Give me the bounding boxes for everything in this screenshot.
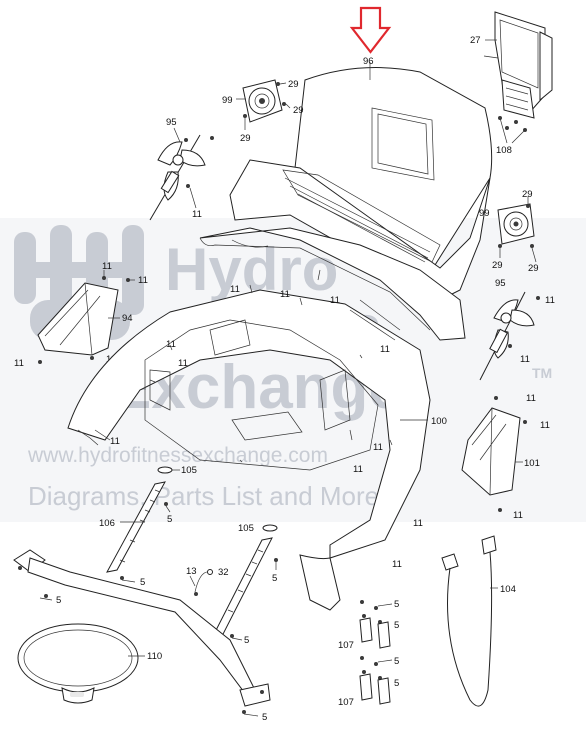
label-110: 110 <box>147 651 162 662</box>
label-95-b: 95 <box>495 278 506 289</box>
part-99-speaker-right <box>497 196 537 263</box>
label-5-a: 5 <box>167 514 172 525</box>
label-105-a: 105 <box>181 465 197 476</box>
part-95-fan-right <box>479 291 540 381</box>
label-107-a: 107 <box>338 640 354 651</box>
label-5-h: 5 <box>394 620 399 631</box>
label-11-p: 11 <box>413 518 423 529</box>
label-107-b: 107 <box>338 697 354 708</box>
label-5-g: 5 <box>394 599 399 610</box>
label-11-i: 11 <box>330 295 340 306</box>
label-11-n: 11 <box>373 442 383 453</box>
part-104-cable <box>441 535 498 707</box>
label-11-l: 11 <box>178 358 188 369</box>
label-5-e: 5 <box>244 635 249 646</box>
part-13-32-clip <box>189 569 213 596</box>
label-29-e: 29 <box>492 260 503 271</box>
label-106: 106 <box>99 518 115 529</box>
label-11-u: 11 <box>513 510 523 521</box>
part-110-chest-strap <box>17 623 139 704</box>
label-11-t: 11 <box>540 420 550 431</box>
label-11-s: 11 <box>526 393 536 404</box>
part-96-console-top <box>229 62 493 301</box>
part-105-upright-right <box>209 524 278 643</box>
base-frame <box>13 549 271 717</box>
label-11-k: 11 <box>166 339 176 350</box>
label-11-b: 11 <box>545 295 555 306</box>
label-29-f: 29 <box>528 263 539 274</box>
label-99-b: 99 <box>479 208 490 219</box>
watermark-tagline: Diagrams, Parts List and More <box>28 481 379 511</box>
label-11-q: 11 <box>392 559 402 570</box>
part-106-upright-left <box>106 466 180 573</box>
label-5-j: 5 <box>394 678 399 689</box>
label-13: 13 <box>186 566 197 577</box>
part-101-right-pocket <box>461 396 527 512</box>
part-100-hood <box>67 227 466 611</box>
label-101: 101 <box>524 458 540 469</box>
watermark-url: www.hydrofitnessexchange.com <box>27 444 328 467</box>
label-94: 94 <box>122 313 133 324</box>
label-29-b: 29 <box>293 105 304 116</box>
label-27: 27 <box>470 35 481 46</box>
screws-108 <box>498 116 527 144</box>
label-11-a: 11 <box>192 209 202 220</box>
label-11-o: 11 <box>353 464 363 475</box>
label-5-c: 5 <box>140 577 145 588</box>
label-11-c: 11 <box>520 354 530 365</box>
label-100: 100 <box>431 416 447 427</box>
label-104: 104 <box>500 584 516 595</box>
part-99-speaker-left <box>236 79 291 130</box>
label-95-a: 95 <box>166 117 177 128</box>
label-29-c: 29 <box>240 133 251 144</box>
label-11-r: 11 <box>110 436 120 447</box>
label-105-b: 105 <box>238 523 254 534</box>
part-107-grips-lower <box>359 656 393 705</box>
label-96: 96 <box>363 56 374 67</box>
part-94-left-pocket <box>37 270 135 364</box>
label-5-d: 5 <box>56 595 61 606</box>
label-11-h: 11 <box>280 289 290 300</box>
label-11-j: 11 <box>230 284 240 295</box>
watermark-tm: TM <box>532 365 552 381</box>
highlight-arrow-icon <box>349 6 392 54</box>
label-5-i: 5 <box>394 656 399 667</box>
label-108: 108 <box>496 145 512 156</box>
label-11-f: 11 <box>14 358 24 369</box>
part-27-display <box>483 11 553 119</box>
label-99-a: 99 <box>222 95 233 106</box>
label-32: 32 <box>218 567 229 578</box>
label-11-e: 11 <box>138 275 148 286</box>
label-11-m: 11 <box>380 344 390 355</box>
part-107-grips-upper <box>359 600 393 649</box>
label-11-d: 11 <box>102 261 112 272</box>
label-29-a: 29 <box>288 79 299 90</box>
label-5-b: 5 <box>272 573 277 584</box>
label-5-f: 5 <box>262 712 267 723</box>
label-29-d: 29 <box>522 189 533 200</box>
part-95-fan-left <box>149 127 214 221</box>
